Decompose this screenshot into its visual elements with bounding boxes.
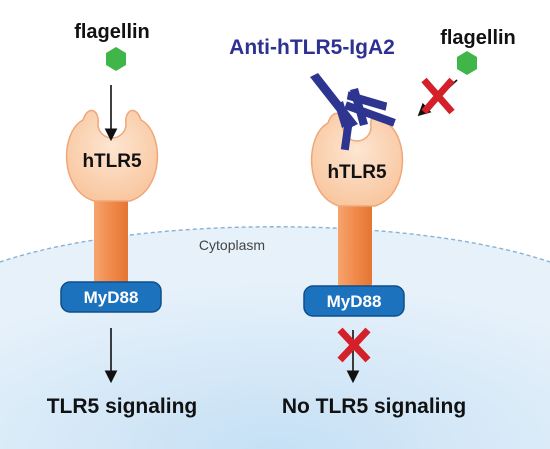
outcome-left-label: TLR5 signaling (47, 395, 198, 418)
receptor-right (310, 112, 404, 289)
receptor-left (65, 109, 159, 287)
receptor-right-label: hTLR5 (327, 162, 387, 183)
myd88-left-box (60, 281, 162, 313)
receptor-right-ectodomain (310, 112, 404, 207)
flagellin-right-label: flagellin (440, 27, 516, 49)
receptor-left-ectodomain (65, 109, 159, 202)
antibody-icon (310, 73, 396, 151)
cytoplasm-label: Cytoplasm (199, 237, 265, 253)
myd88-right-box (303, 285, 405, 317)
outcome-right-label: No TLR5 signaling (282, 395, 466, 418)
myd88-right-label: MyD88 (327, 292, 382, 311)
receptor-right-stalk (338, 197, 372, 289)
myd88-left-label: MyD88 (84, 288, 139, 307)
block-x-bottom (337, 327, 371, 363)
receptor-left-stalk (94, 195, 128, 287)
receptor-left-label: hTLR5 (82, 151, 142, 172)
block-x-top (421, 77, 455, 115)
antibody-label: Anti-hTLR5-IgA2 (229, 36, 395, 59)
flagellin-left-hexagon (106, 47, 126, 71)
flagellin-right-hexagon (457, 51, 477, 75)
flagellin-left-label: flagellin (74, 21, 150, 43)
